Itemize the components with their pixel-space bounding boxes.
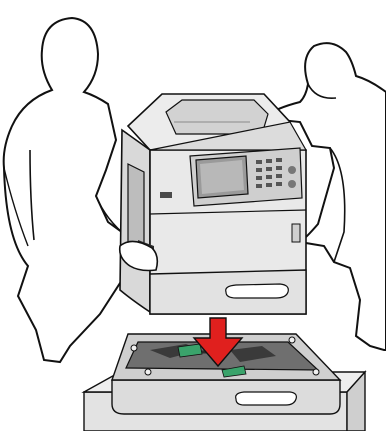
printer-icon xyxy=(120,94,306,314)
